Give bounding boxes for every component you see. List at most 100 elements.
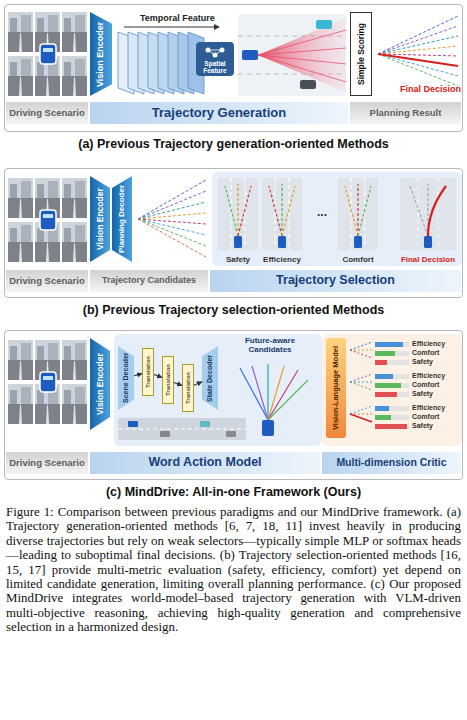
node-label: Driving Scenario <box>9 276 85 286</box>
candidate-line <box>138 180 206 219</box>
bev-strip <box>118 418 246 440</box>
lane-line <box>245 178 246 250</box>
trajectory <box>258 30 346 55</box>
node-label: Vision-Language Model <box>332 341 340 435</box>
candidate-line <box>138 213 206 219</box>
candidate-line <box>378 16 458 54</box>
translation-block: Translation <box>182 364 194 412</box>
mini-road <box>262 178 302 250</box>
node-label: Vision Encoder <box>96 179 105 259</box>
driving-scenario-image <box>8 12 87 96</box>
car <box>160 431 170 437</box>
stage-band: Trajectory Candidates <box>90 270 208 292</box>
score-bar <box>375 406 389 411</box>
decoder-block: Scene Decoder <box>118 346 134 410</box>
connector-arrow <box>134 374 142 376</box>
panel-title: (b) Previous Trajectory selection-orient… <box>5 303 462 317</box>
connector-arrow <box>154 374 162 377</box>
stage-band: Trajectory Generation <box>90 102 348 124</box>
node-label: Trajectory Candidates <box>102 276 196 286</box>
annotation-label: Comfort <box>412 381 439 389</box>
candidate-line <box>350 350 372 351</box>
trapezoid <box>90 338 110 430</box>
annotation-label: Comfort <box>412 413 439 421</box>
panel-frame: (c) MindDrive: All-in-one Framework (Our… <box>4 330 463 480</box>
score-bar <box>375 415 391 420</box>
annotation-label: Efficiency <box>412 372 445 380</box>
bar-track <box>375 392 409 397</box>
ego-car <box>242 50 258 60</box>
stage-band: Word Action Model <box>90 452 320 474</box>
temporal-arrow <box>124 27 214 28</box>
encoder-block: Vision Encoder <box>90 176 110 262</box>
candidate-line <box>238 186 251 236</box>
other-car <box>316 20 332 29</box>
annotation-label: Efficiency <box>262 255 302 264</box>
node-label: Driving Scenario <box>9 108 85 118</box>
ego-car <box>424 236 432 248</box>
annotation-label: Safety <box>218 255 258 264</box>
candidate-line <box>378 26 458 54</box>
bar-track <box>375 351 409 356</box>
candidate-line <box>350 350 372 358</box>
ego-car <box>354 236 362 248</box>
ego-car <box>278 236 286 248</box>
node-label: Simple Scoring <box>357 15 366 93</box>
lane-line <box>438 178 439 250</box>
annotation-label: Final Decision <box>396 255 460 264</box>
node-label: Multi-dimension Critic <box>336 457 446 469</box>
candidate-line <box>357 184 358 236</box>
trapezoid <box>112 176 132 262</box>
score-bar <box>375 392 397 397</box>
candidate-line <box>269 186 282 236</box>
final-trajectory <box>350 414 372 422</box>
node-label: Translation <box>185 367 191 409</box>
candidate-line <box>240 368 268 420</box>
bar-track <box>375 415 409 420</box>
final-trajectory <box>428 186 446 236</box>
stage-band: Driving Scenario <box>6 452 88 474</box>
driving-scenario-image <box>8 178 87 262</box>
node-label: Planning Decoder <box>118 179 126 259</box>
connector-arrow <box>174 382 182 385</box>
bar-track <box>375 342 409 347</box>
graph-node <box>213 53 218 58</box>
selection-region <box>212 172 462 266</box>
driving-scenario-image <box>8 340 87 424</box>
lane-line <box>118 429 246 430</box>
annotation-label: Safety <box>412 390 433 398</box>
candidate-line <box>350 382 372 390</box>
vlm-block: Vision-Language Model <box>326 338 346 438</box>
arrow-head <box>214 24 220 30</box>
score-bar <box>375 342 403 347</box>
node-label: Driving Scenario <box>9 458 85 468</box>
trapezoid <box>90 176 110 262</box>
candidate-line <box>138 202 206 219</box>
annotation-label: Comfort <box>338 255 378 264</box>
candidate-line <box>410 186 428 236</box>
candidate-line <box>378 36 458 54</box>
panel-title: (a) Previous Trajectory generation-orien… <box>5 137 462 151</box>
critic-region <box>322 334 462 446</box>
stage-band: Driving Scenario <box>6 102 88 124</box>
candidate-line <box>350 342 372 350</box>
annotation-label: Future-aware Candidates <box>232 336 308 354</box>
candidate-line <box>281 184 282 236</box>
connector-arrow <box>194 382 202 386</box>
trapezoid <box>202 346 218 410</box>
other-car <box>300 80 316 89</box>
mini-road <box>218 178 258 250</box>
graph-node <box>220 48 225 53</box>
lane-line <box>418 178 419 250</box>
node-label: Translation <box>145 351 151 393</box>
annotation-label: Efficiency <box>412 404 445 412</box>
annotation-label: Temporal Feature <box>140 13 215 23</box>
score-bar <box>375 424 407 429</box>
candidate-line <box>252 366 268 420</box>
candidate-line <box>138 219 206 246</box>
lane-line <box>365 178 366 250</box>
candidate-line <box>267 364 268 420</box>
candidate-line <box>282 186 295 236</box>
trapezoid <box>118 346 134 410</box>
ego-car <box>262 420 274 436</box>
